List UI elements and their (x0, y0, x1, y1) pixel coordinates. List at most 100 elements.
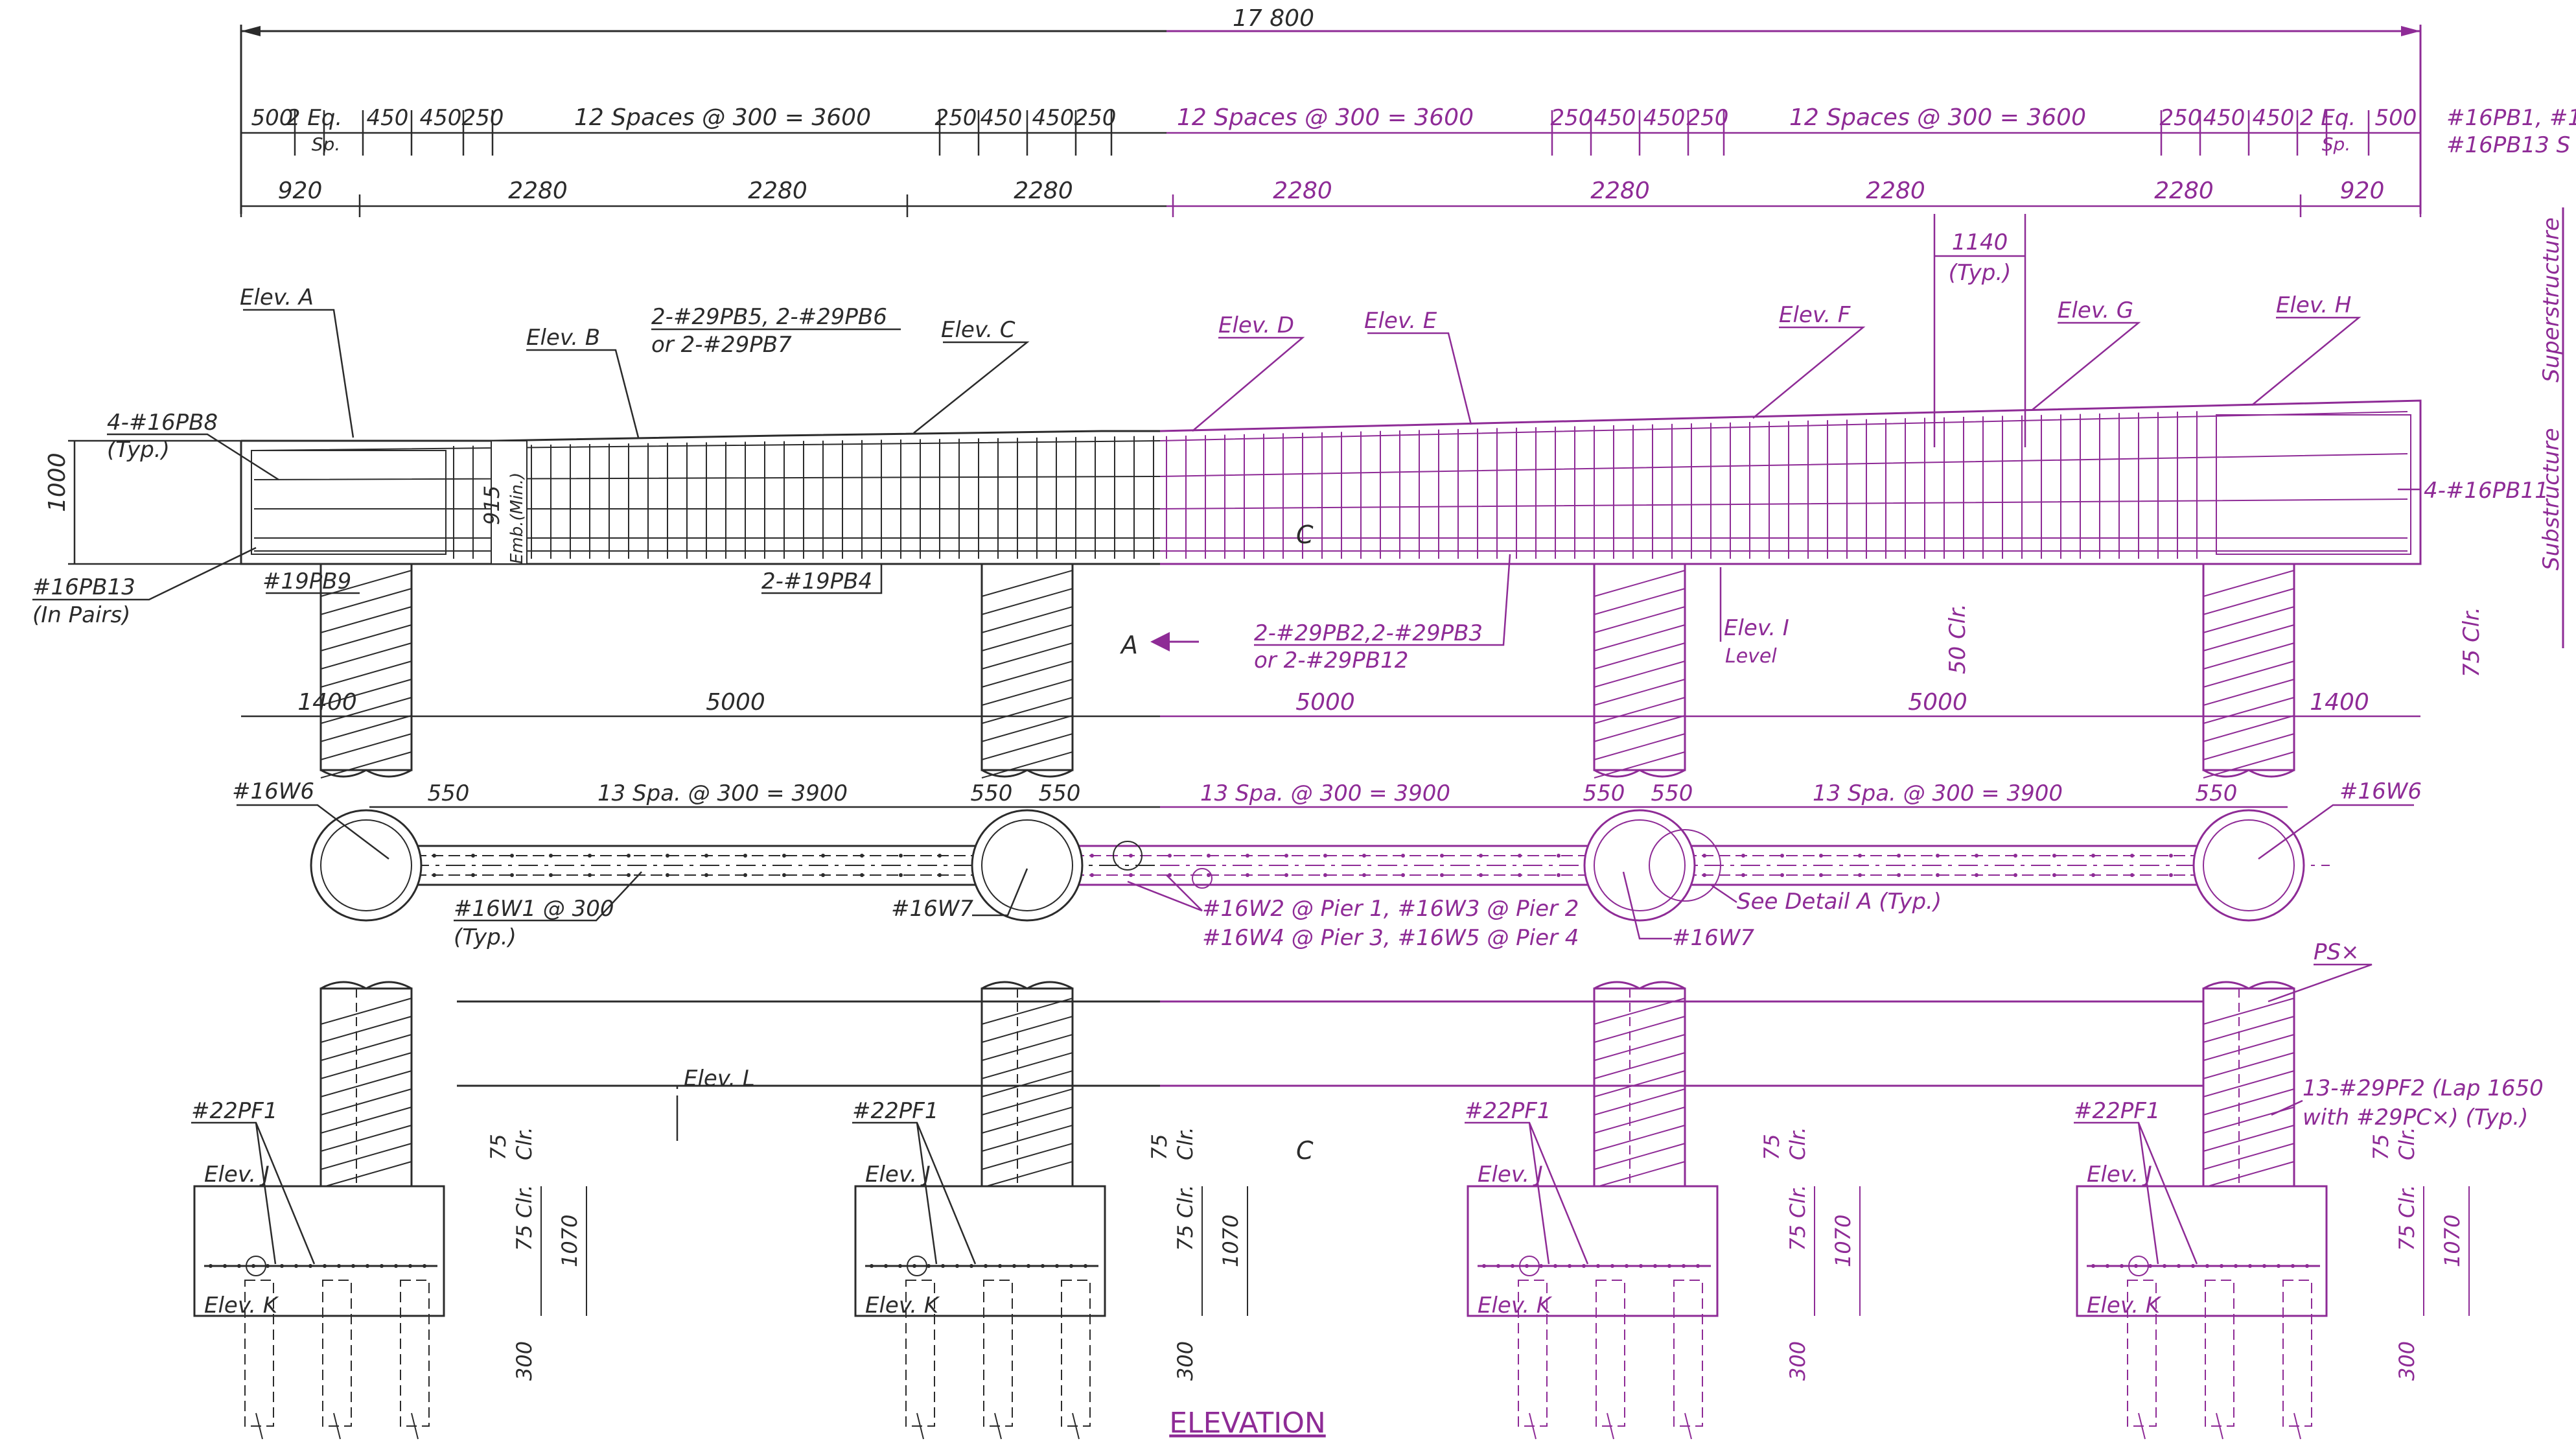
section-mark-c-upper: C (1296, 521, 1314, 549)
plan-rebar-dot (1858, 873, 1862, 877)
column-hatch-line (1594, 661, 1686, 688)
footing-rebar-dot (955, 1264, 959, 1268)
column-hatch-line (320, 1107, 412, 1134)
elev-k-label: Elev. K (865, 1293, 940, 1318)
column-hatch-line (1594, 1034, 1686, 1061)
dim-d1: 250 (2160, 105, 2202, 131)
column-hatch-line (320, 998, 412, 1025)
dim-spaces-1: 12 Spaces @ 300 = 3600 (574, 104, 871, 131)
pier-dim-1: 1400 (297, 689, 357, 716)
column-hatch-line (2203, 733, 2295, 760)
footing-75-label: 75 (2369, 1134, 2393, 1160)
column-hatch-line (1594, 1107, 1686, 1134)
column-break (320, 769, 412, 778)
plan-rebar-dot (2013, 873, 2017, 877)
footing-rebar-dot (423, 1264, 426, 1268)
footing-75-label: 75 (1759, 1134, 1784, 1160)
footing-rebar-dot (1625, 1264, 1629, 1268)
pile-break (994, 1412, 1002, 1440)
pile-break (2138, 1412, 2146, 1440)
plan-rebar-dot (549, 854, 553, 858)
column-hatch-line (1594, 570, 1686, 597)
note-pb13-sub: (In Pairs) (32, 602, 130, 628)
footing-pf1-label: #22PF1 (1465, 1098, 1551, 1124)
footing-rebar-dot (2091, 1264, 2095, 1268)
plan-column-inner (2203, 819, 2295, 911)
note-clr50: 50 Clr. (1945, 603, 1971, 674)
footing-1070-label: 1070 (2440, 1215, 2465, 1267)
dim-v6: 2280 (1590, 178, 1650, 204)
column-hatch-line (2203, 751, 2295, 779)
plan-rebar-dot (743, 854, 747, 858)
dim-v1: 920 (278, 178, 323, 204)
column-hatch-line (981, 1070, 1073, 1097)
dim-v2: 2280 (508, 178, 568, 204)
column-hatch-line (320, 1034, 412, 1061)
footing-pf1-label: #22PF1 (2074, 1098, 2160, 1124)
column-hatch-line (2203, 998, 2295, 1025)
column-hatch-line (981, 733, 1073, 760)
right-note-2: #16PB13 S (2446, 132, 2570, 158)
pile-break (1607, 1412, 1614, 1440)
column-hatch-line (981, 570, 1073, 597)
footing-rebar-dot (969, 1264, 973, 1268)
cap-depth-text: 1000 (44, 452, 71, 512)
column-hatch-line (320, 1052, 412, 1079)
footing-rebar-dot (1041, 1264, 1045, 1268)
column-hatch-line (1594, 1052, 1686, 1079)
pier-cap (240, 399, 2422, 565)
elev-c-label: Elev. C (941, 317, 1015, 343)
column-hatch-line (981, 1161, 1073, 1188)
elev-j-label: Elev. J (204, 1162, 270, 1188)
footing-detail-circle (1519, 1256, 1540, 1276)
embedment-dimension: 915 Emb.(Min.) (480, 440, 528, 565)
elev-j-label: Elev. J (865, 1162, 931, 1188)
dim-typ-spacing: 1140 (1952, 229, 2008, 255)
column-hatch-line (1594, 751, 1686, 779)
plan-rebar-dot (1780, 854, 1784, 858)
column-hatch-line (2203, 1052, 2295, 1079)
column-hatch-line (320, 606, 412, 633)
footing-outline (2076, 1185, 2328, 1317)
pier-column (2202, 563, 2295, 1261)
footing-rebar-dot (223, 1264, 227, 1268)
footing-rebar-dot (1568, 1264, 1572, 1268)
column-hatch-line (1594, 1016, 1686, 1043)
plan-rebar-dot (1557, 854, 1561, 858)
plan-spa-1: 13 Spa. @ 300 = 3900 (598, 780, 848, 806)
footing-rebar-dot (898, 1264, 902, 1268)
note-pb13: #16PB13 (32, 574, 135, 600)
leader-line (1465, 1121, 1589, 1265)
note-pb8: 4-#16PB8 (107, 410, 218, 436)
footing-rebar-dot (2177, 1264, 2181, 1268)
plan-rebar-dot (627, 873, 631, 877)
column-hatch-line (2203, 679, 2295, 706)
elev-l-label: Elev. L (684, 1066, 755, 1092)
pier-column-upper (981, 563, 1074, 771)
footing-pf1-label: #22PF1 (191, 1098, 277, 1124)
plan-rebar-dot (2091, 854, 2095, 858)
pier-dim-4: 5000 (1908, 689, 1967, 716)
column-hatch-line (2203, 661, 2295, 688)
dim-c2: 450 (1594, 105, 1636, 131)
footing-rebar-dot (2106, 1264, 2109, 1268)
plan-spa-2: 13 Spa. @ 300 = 3900 (1200, 780, 1450, 806)
plan-rebar-dot (1362, 854, 1366, 858)
plan-detail-note: See Detail A (Typ.) (1737, 889, 1942, 915)
dim-a4: 450 (420, 105, 462, 131)
footing-rebar-dot (323, 1264, 327, 1268)
footing-rebar-dot (1639, 1264, 1643, 1268)
elev-f-label: Elev. F (1779, 302, 1851, 328)
footing-300-label: 300 (2395, 1341, 2419, 1381)
column-hatch-line (320, 715, 412, 742)
plan-rebar-dot (821, 854, 825, 858)
column-hatch-line (320, 588, 412, 615)
plan-rebar-dot (1090, 854, 1094, 858)
column-hatch-line (320, 642, 412, 670)
plan-550-1: 550 (428, 780, 470, 806)
footing-rebar-dot (984, 1264, 988, 1268)
footing-rebar-dot (2134, 1264, 2138, 1268)
column-hatch-line (981, 751, 1073, 779)
